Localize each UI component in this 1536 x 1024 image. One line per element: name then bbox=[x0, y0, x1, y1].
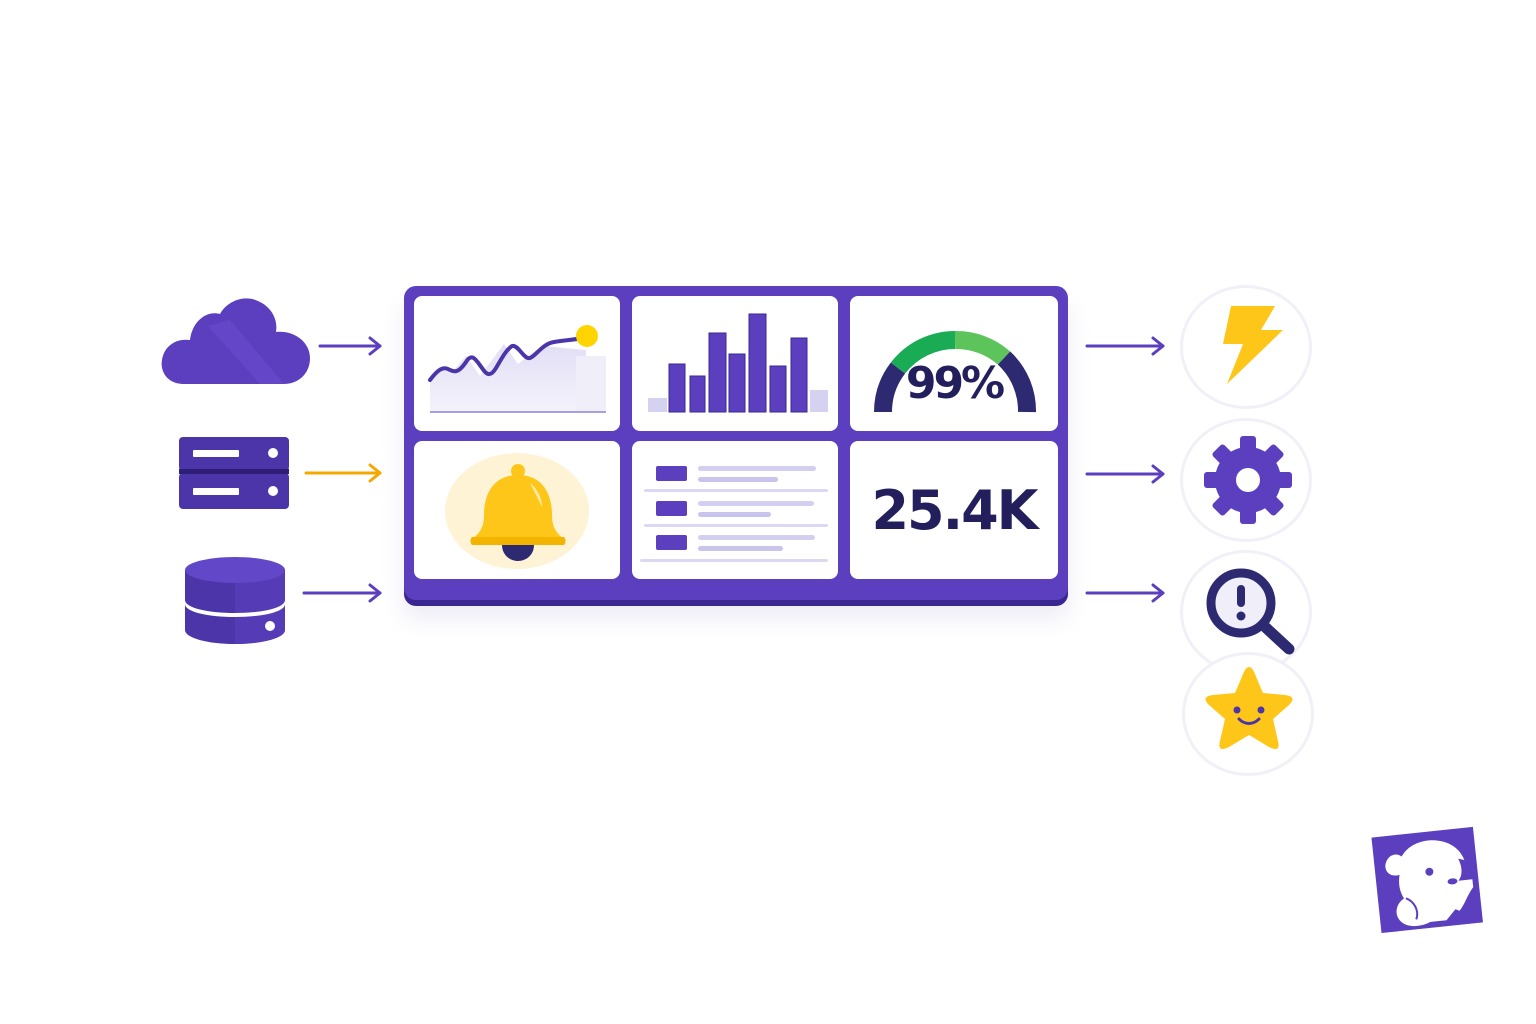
brand-logo[interactable] bbox=[1368, 822, 1486, 934]
output-settings[interactable] bbox=[1180, 418, 1312, 542]
tile-gauge[interactable]: 99% bbox=[850, 296, 1058, 431]
source-cloud bbox=[160, 296, 312, 386]
lightning-icon bbox=[1223, 306, 1283, 384]
output-automation[interactable] bbox=[1180, 285, 1312, 409]
smiling-star-icon bbox=[1205, 667, 1293, 749]
tile-metric[interactable]: 25.4K bbox=[850, 441, 1058, 579]
gauge-value: 99% bbox=[905, 358, 1005, 409]
arrow-server-to-dashboard bbox=[304, 463, 382, 483]
dog-logo-icon bbox=[1371, 826, 1483, 934]
bell-icon bbox=[445, 453, 589, 569]
metric-value: 25.4K bbox=[871, 478, 1038, 542]
cloud-icon bbox=[161, 298, 310, 384]
gauge-icon bbox=[874, 331, 1036, 413]
list-icon bbox=[640, 466, 828, 562]
arrow-dashboard-to-investigation bbox=[1085, 583, 1165, 603]
dashboard-panel: 99% 25.4K bbox=[404, 286, 1068, 600]
server-icon bbox=[179, 437, 289, 509]
tile-log-list[interactable] bbox=[632, 441, 838, 579]
database-icon bbox=[185, 557, 285, 644]
output-satisfaction[interactable] bbox=[1182, 652, 1314, 776]
arrow-cloud-to-dashboard bbox=[318, 336, 382, 356]
line-chart-icon bbox=[428, 325, 606, 413]
tile-line-chart[interactable] bbox=[414, 296, 620, 431]
arrow-database-to-dashboard bbox=[302, 583, 382, 603]
source-database bbox=[184, 556, 286, 644]
arrow-dashboard-to-automation bbox=[1085, 336, 1165, 356]
magnifier-alert-icon bbox=[1206, 568, 1295, 655]
gear-icon bbox=[1204, 436, 1292, 524]
tile-alert[interactable] bbox=[414, 441, 620, 579]
bar-chart-icon bbox=[648, 313, 828, 413]
source-server bbox=[179, 437, 289, 509]
arrow-dashboard-to-settings bbox=[1085, 464, 1165, 484]
tile-bar-chart[interactable] bbox=[632, 296, 838, 431]
